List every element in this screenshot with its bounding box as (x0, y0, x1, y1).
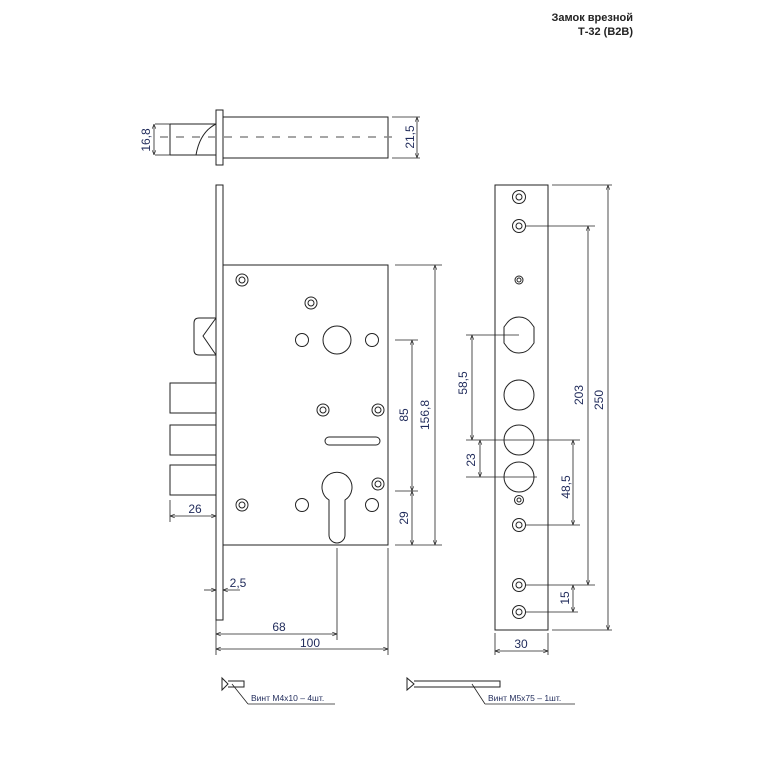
top-latch (169, 123, 217, 156)
screw-label-1: Винт М4х10 – 4шт. (251, 693, 324, 703)
bolt-2 (169, 424, 217, 456)
bolt-1 (169, 382, 217, 414)
dim-21-5: 21,5 (403, 125, 417, 149)
dim-100: 100 (300, 636, 320, 650)
screw-m5x75: Винт М5х75 – 1шт. (406, 676, 575, 705)
title-line-2: Т-32 (В2В) (577, 26, 633, 38)
bolt-opening-1 (503, 379, 535, 411)
faceplate-view: 250 203 58,5 23 48,5 15 30 (456, 184, 612, 655)
top-view: 16,8 21,5 (139, 109, 420, 166)
dim-23: 23 (464, 453, 478, 467)
faceplate (494, 184, 549, 631)
bolt-3 (169, 464, 217, 496)
dim-156-8: 156,8 (418, 400, 432, 430)
dim-16-8: 16,8 (139, 128, 153, 152)
drawing-title: Замок врезной Т-32 (В2В) (552, 11, 633, 39)
top-faceplate (215, 109, 224, 166)
dim-15: 15 (558, 591, 572, 605)
screw-m4x10: Винт М4х10 – 4шт. (221, 676, 335, 705)
side-view: 156,8 85 29 26 2,5 68 100 (169, 184, 442, 655)
screw-label-2: Винт М5х75 – 1шт. (488, 693, 561, 703)
handle-hole (322, 325, 352, 355)
cylinder-hole (321, 471, 353, 544)
lock-body (222, 264, 389, 546)
dim-29: 29 (397, 511, 411, 525)
slot (324, 436, 381, 446)
title-line-1: Замок врезной (551, 12, 633, 24)
dim-68: 68 (272, 620, 286, 634)
faceplate-screw-holes (512, 190, 526, 619)
dim-2-5: 2,5 (230, 576, 247, 590)
dim-203: 203 (572, 385, 586, 405)
dim-48-5: 48,5 (559, 475, 573, 499)
screw-holes (235, 273, 385, 512)
latch-opening (503, 316, 535, 354)
dim-250: 250 (592, 390, 606, 410)
dim-58-5: 58,5 (456, 371, 470, 395)
side-faceplate (215, 184, 224, 621)
dim-26: 26 (188, 502, 202, 516)
plain-holes (295, 333, 379, 512)
dim-85: 85 (397, 408, 411, 422)
latch (193, 317, 217, 356)
dim-30: 30 (514, 637, 528, 651)
